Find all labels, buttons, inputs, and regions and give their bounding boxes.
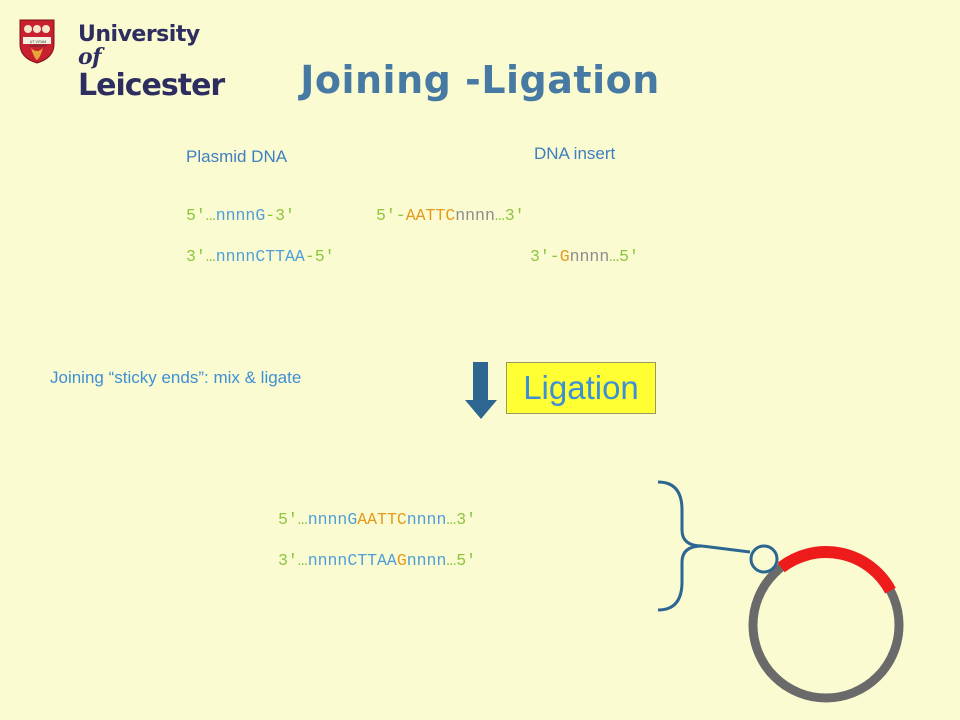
seq-end: …3' [494,206,525,225]
seq-vector: nnnnG [215,206,266,225]
logo-leicester: Leicester [78,68,225,103]
seq-end: …5' [609,247,639,266]
logo-university: University [78,22,200,47]
logo-of: of [78,44,102,70]
seq-sticky: G [559,247,570,266]
connector-line [701,544,751,554]
result-bottom-strand: 3'…nnnnCTTAAGnnnn…5' [278,551,476,570]
seq-vector: nnnn [406,551,447,570]
sticky-ends-note: Joining “sticky ends”: mix & ligate [50,368,302,387]
seq-end: 3'… [186,247,216,266]
seq-vector: nnnnCTTAA [307,551,397,570]
seq-end: 3'- [530,247,560,266]
logo-wordmark: University of Leicester [78,22,225,103]
slide-title: Joining -Ligation [300,58,660,102]
seq-sticky: G [396,551,407,570]
junction-highlight-circle [749,544,779,574]
plasmid-diagram [657,480,904,703]
university-logo: UT VITAM HABEANT University of Leicester [18,14,225,101]
seq-end: 5'- [376,206,406,225]
seq-end: …5' [446,551,477,570]
insert-bottom-strand: 3'-Gnnnn…5' [530,247,639,266]
plasmid-bottom-strand: 3'…nnnnCTTAA-5' [186,247,335,266]
seq-sticky: AATTC [357,510,407,529]
bracket-icon [657,480,703,612]
seq-vector: nnnn [406,510,447,529]
seq-vector: nnnnG [307,510,358,529]
seq-insert: nnnn [455,206,495,225]
dna-insert-label: DNA insert [534,144,616,163]
university-crest-icon [19,19,55,64]
insert-top-strand: 5'-AATTCnnnn…3' [376,206,525,225]
seq-end: 5'… [278,510,308,529]
seq-vector: nnnnCTTAA [215,247,305,266]
seq-end: …3' [446,510,477,529]
seq-insert: nnnn [569,247,610,266]
arrow-down-icon [465,362,497,419]
plasmid-dna-label: Plasmid DNA [186,147,288,166]
seq-end: -3' [265,206,295,225]
seq-sticky: AATTC [405,206,456,225]
seq-end: -5' [304,247,335,266]
ligation-label-box: Ligation [506,362,656,414]
crest-motto: UT VITAM HABEANT [29,40,47,48]
result-top-strand: 5'…nnnnGAATTCnnnn…3' [278,510,476,529]
plasmid-top-strand: 5'…nnnnG-3' [186,206,295,225]
insert-segment [777,546,896,594]
seq-end: 5'… [186,206,216,225]
seq-end: 3'… [278,551,308,570]
